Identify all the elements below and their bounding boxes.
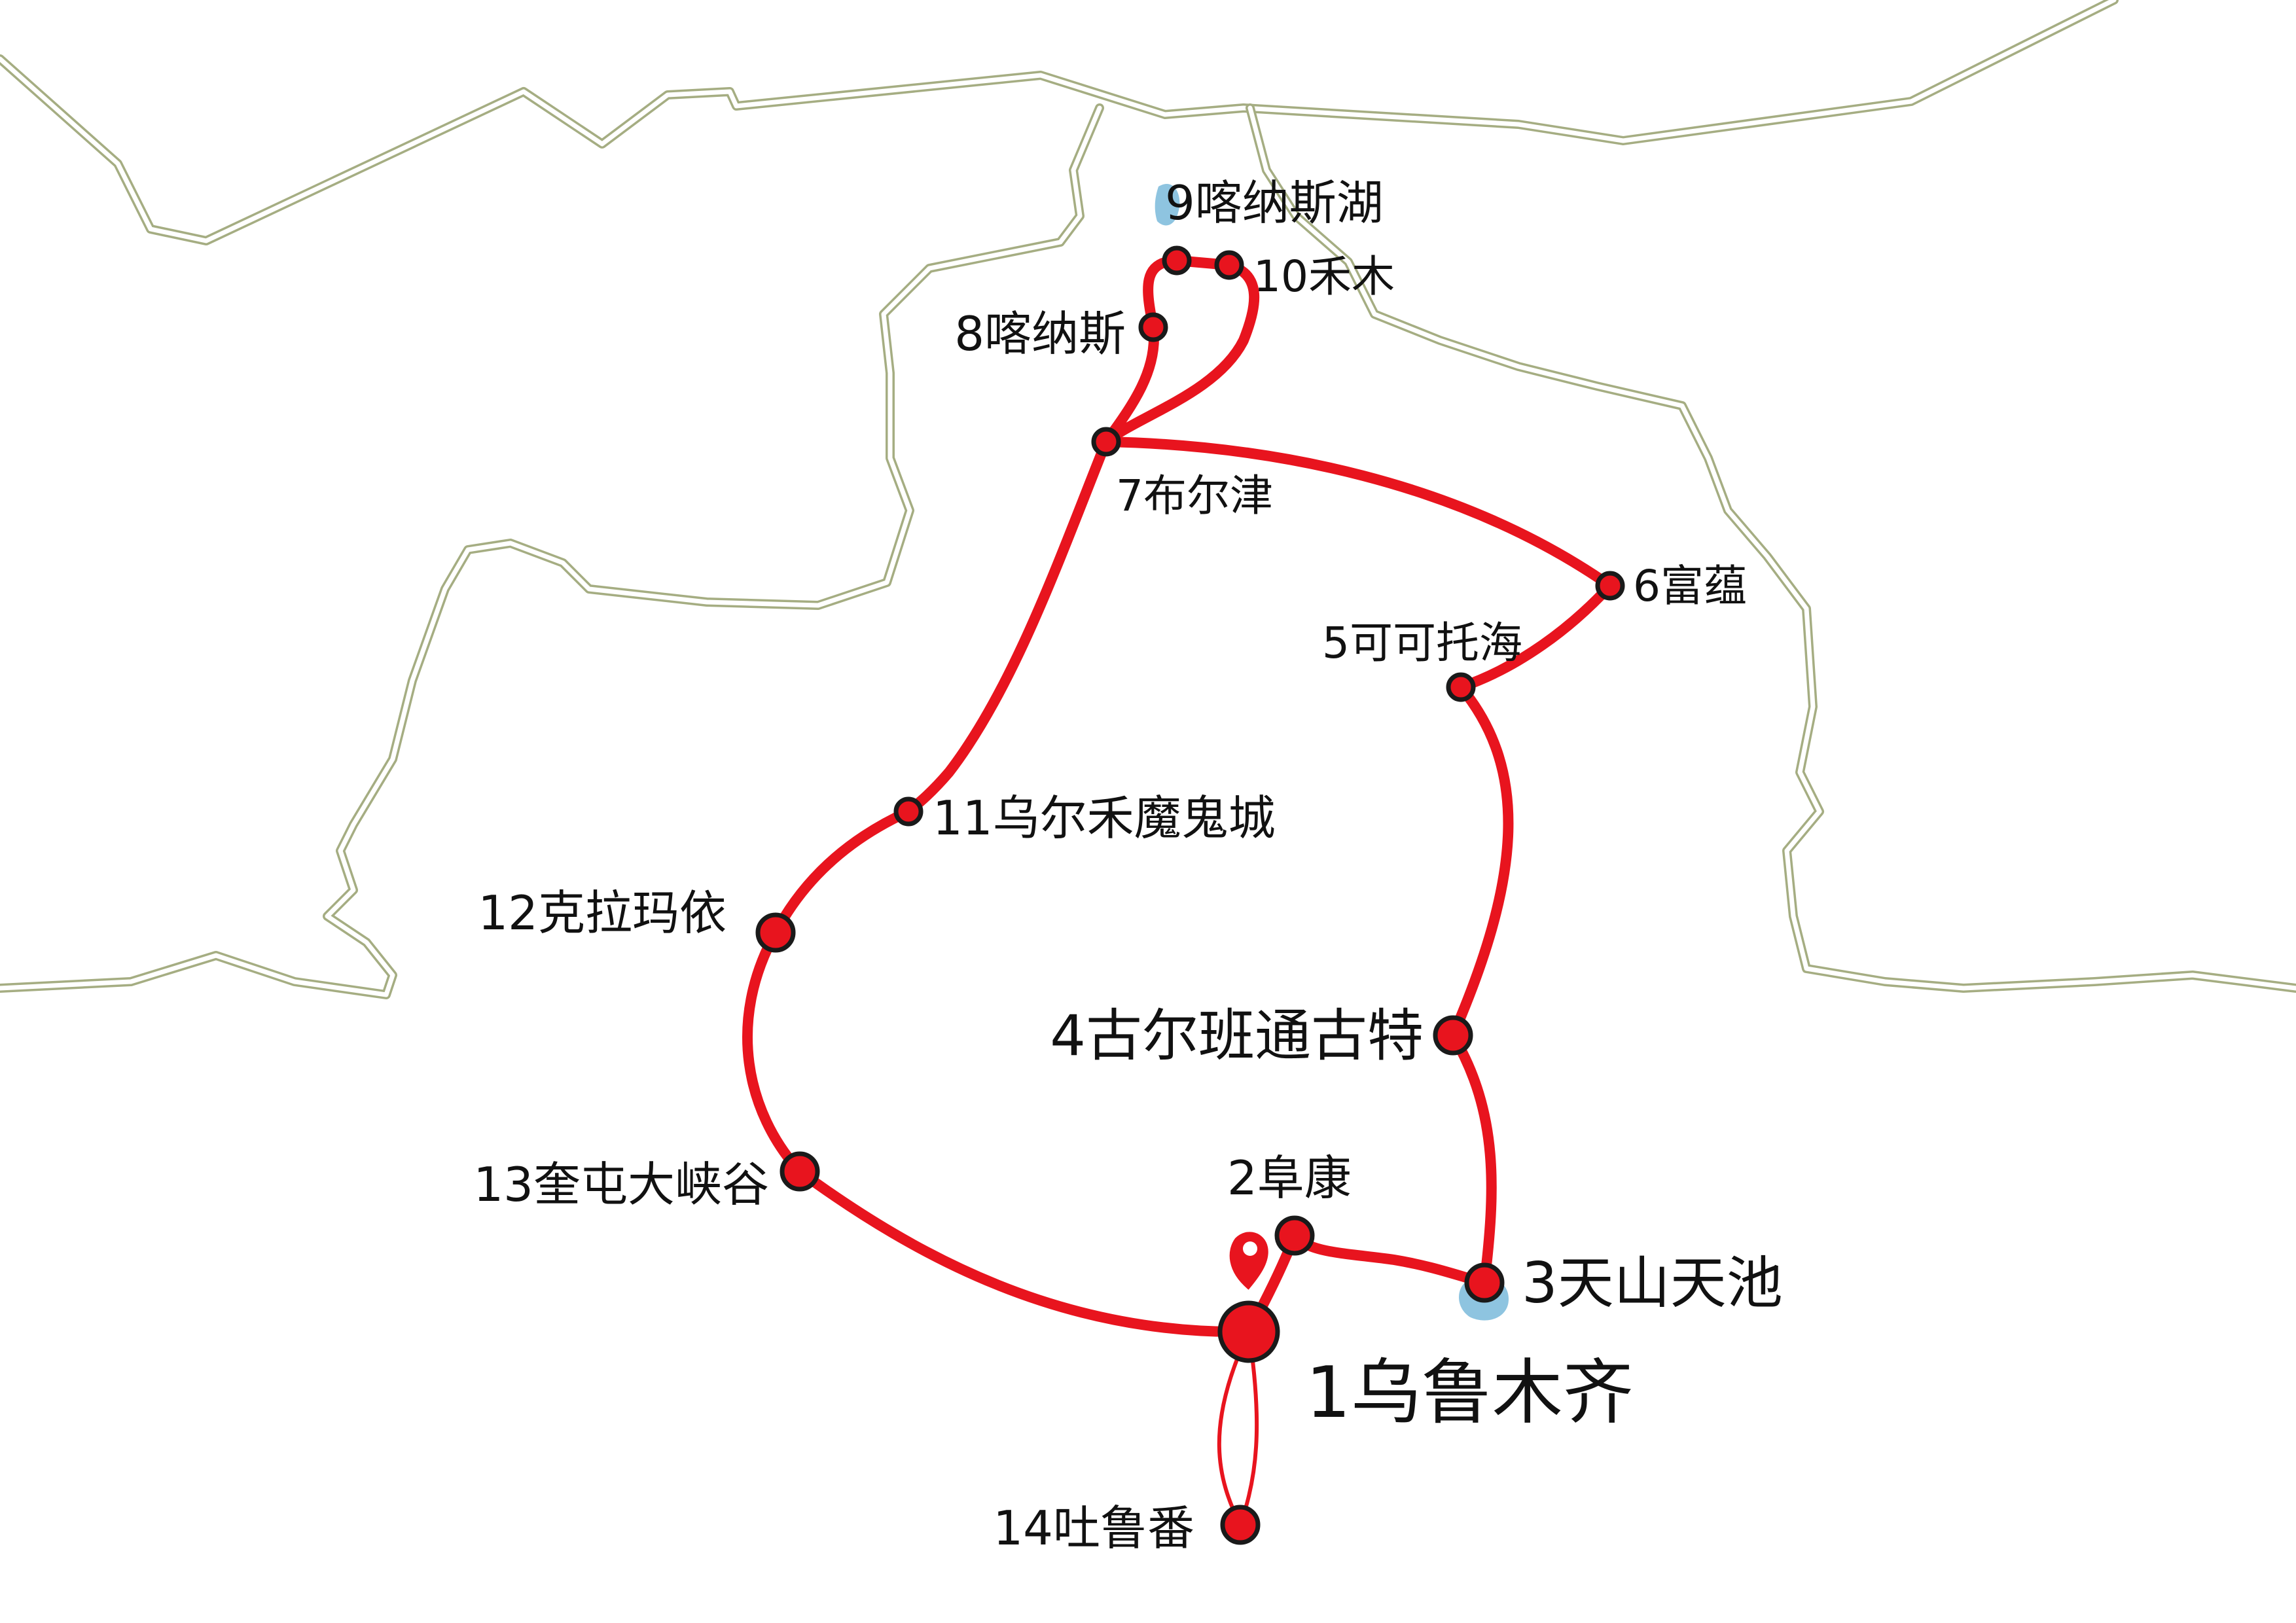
stop-label-8: 8喀纳斯 (954, 306, 1126, 361)
stop-label-4: 4古尔班通古特 (1050, 1003, 1424, 1069)
stop-marker-8[interactable] (1138, 312, 1168, 342)
stop-labels: 1乌鲁木齐 2阜康 3天山天池 4古尔班通古特 5可可托海 6富蕴 7布尔津 8… (473, 175, 1782, 1556)
regional-border-west-inner (0, 105, 1102, 997)
stop-label-2: 2阜康 (1227, 1150, 1352, 1205)
stop-marker-14[interactable] (1220, 1505, 1261, 1545)
stop-marker-13[interactable] (780, 1151, 820, 1192)
stop-label-10: 10禾木 (1253, 251, 1395, 302)
route-kuytun-urumqi (795, 1166, 1254, 1338)
stop-marker-12[interactable] (755, 912, 796, 953)
stop-markers (755, 245, 1625, 1545)
stop-marker-10[interactable] (1214, 250, 1244, 280)
route-gurbantunggut-koktokay (1448, 682, 1514, 1041)
stop-label-9: 9喀纳斯湖 (1165, 175, 1384, 230)
stop-label-7: 7布尔津 (1116, 471, 1273, 521)
stop-marker-11[interactable] (893, 796, 924, 827)
stop-marker-2[interactable] (1274, 1215, 1315, 1256)
route-tianchi-gurbantunggut (1448, 1030, 1497, 1288)
border-lines (0, 0, 2296, 999)
stop-marker-1[interactable] (1217, 1300, 1280, 1363)
stop-label-3: 3天山天池 (1522, 1251, 1783, 1316)
route-burqin-kanas-loop (1101, 255, 1260, 447)
route-burqin-wuerhe (903, 437, 1111, 817)
stop-label-5: 5可可托海 (1322, 618, 1522, 668)
regional-border-west (0, 103, 1104, 999)
stop-marker-6[interactable] (1595, 571, 1625, 601)
stop-marker-5[interactable] (1446, 672, 1476, 702)
stop-marker-4[interactable] (1433, 1015, 1473, 1056)
stop-label-1: 1乌鲁木齐 (1306, 1352, 1634, 1434)
stop-label-6: 6富蕴 (1633, 561, 1747, 611)
northern-border-inner (0, 0, 2117, 243)
route-fuyun-burqin (1101, 437, 1615, 591)
stop-marker-3[interactable] (1464, 1262, 1505, 1303)
route-fukang-tianchi (1289, 1230, 1490, 1288)
route-wuerhe-karamay (770, 806, 914, 938)
stop-label-11: 11乌尔禾魔鬼城 (933, 791, 1276, 846)
route-lines (742, 255, 1615, 1530)
stop-label-12: 12克拉玛依 (478, 885, 726, 940)
route-karamay-kuytun (742, 927, 805, 1177)
northern-border (0, 0, 2119, 245)
stop-marker-9[interactable] (1162, 245, 1192, 276)
location-pin-icon (1225, 1228, 1272, 1296)
stop-label-14: 14吐鲁番 (993, 1501, 1194, 1556)
regional-border-east-inner (1247, 105, 2296, 991)
regional-border-east (1246, 103, 2296, 993)
route-koktokay-fuyun (1456, 580, 1615, 692)
stop-marker-7[interactable] (1091, 427, 1121, 457)
kanas-lake (1155, 183, 1180, 226)
stop-label-13: 13奎屯大峡谷 (473, 1157, 769, 1212)
